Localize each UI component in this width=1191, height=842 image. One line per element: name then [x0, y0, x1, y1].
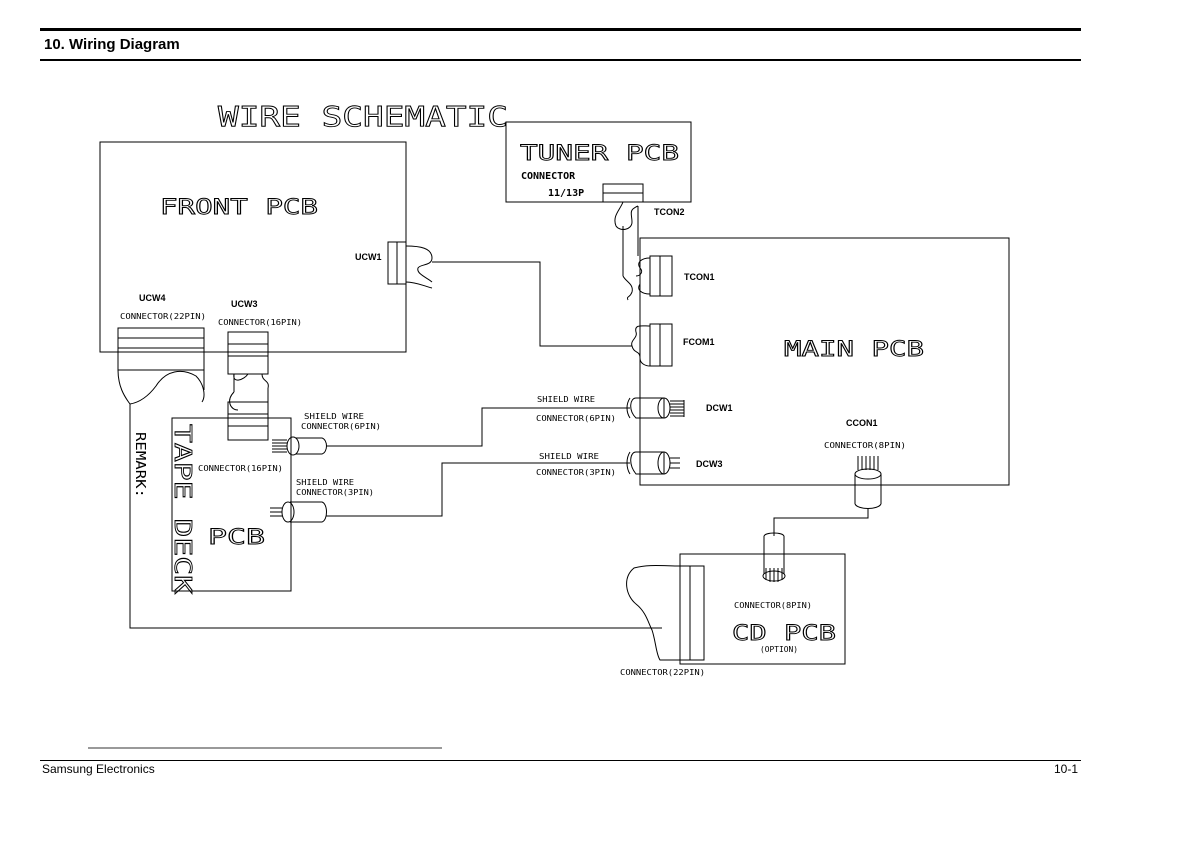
dcw3-wire: [326, 462, 630, 517]
main-shield-wire-6-label: SHIELD WIRE: [537, 395, 595, 404]
tcon1-label: TCON1: [684, 272, 715, 282]
main-pcb-board: [639, 237, 1010, 486]
dcw1-connector: [630, 397, 685, 419]
tape-pcb-label: PCB: [208, 525, 265, 549]
dcw3-label: DCW3: [696, 459, 723, 469]
tcon2-label: TCON2: [654, 207, 685, 217]
tape-connector-16pin-label: CONNECTOR(16PIN): [198, 464, 283, 473]
tcon2-tcon1-cable: [614, 201, 639, 301]
tape-6pin-cable: [272, 436, 327, 456]
tuner-connector-label: CONNECTOR: [521, 171, 576, 182]
diagram-title: WIRE SCHEMATIC: [218, 100, 508, 133]
footer-rule: [40, 760, 1081, 761]
front-pcb-label: FRONT PCB: [160, 195, 318, 219]
main-pcb-label: MAIN PCB: [784, 337, 924, 361]
tuner-connector-pins: 11/13P: [548, 188, 584, 199]
tape-connector-3pin-label: CONNECTOR(3PIN): [296, 488, 374, 497]
tape-deck-pcb-board: [171, 417, 292, 592]
header-top-rule: [40, 28, 1081, 31]
tuner-pcb-board: [505, 121, 692, 203]
tape-16pin-connector: [227, 401, 269, 441]
tape-shield-wire-6-label: SHIELD WIRE: [304, 412, 364, 421]
tuner-pcb-label: TUNER PCB: [520, 141, 679, 165]
tape-connector-6pin-label: CONNECTOR(6PIN): [301, 422, 381, 431]
tcon1-connector: [635, 255, 673, 297]
cd-8pin-connector: [762, 532, 786, 582]
ucw4-connector-label: CONNECTOR(22PIN): [120, 312, 206, 321]
main-connector-3pin-label: CONNECTOR(3PIN): [536, 468, 616, 477]
footer-company: Samsung Electronics: [42, 762, 155, 776]
ccon1-connector-label: CONNECTOR(8PIN): [824, 441, 906, 450]
ucw1-fcom1-wire: [432, 261, 632, 347]
section-title: 10. Wiring Diagram: [44, 36, 180, 53]
fcom1-label: FCOM1: [683, 337, 715, 347]
fcom1-connector: [631, 323, 673, 367]
main-connector-6pin-label: CONNECTOR(6PIN): [536, 414, 616, 423]
cd-pcb-label: CD PCB: [732, 621, 836, 645]
ccon1-cd-wire: [773, 508, 869, 536]
ucw1-connector: [387, 241, 433, 289]
ucw3-label: UCW3: [231, 299, 258, 309]
cd-connector-22pin-label: CONNECTOR(22PIN): [620, 668, 705, 677]
cd-option-label: (OPTION): [760, 645, 798, 654]
dcw1-wire: [326, 407, 630, 447]
ucw4-connector: [117, 327, 205, 405]
ucw1-label: UCW1: [355, 252, 382, 262]
ccon1-connector: [854, 456, 882, 509]
footer-page-number: 10-1: [1054, 762, 1079, 776]
ccon1-label: CCON1: [846, 418, 878, 428]
header-bottom-rule: [40, 59, 1081, 61]
dcw3-connector: [630, 451, 680, 475]
tape-deck-label: TAPE DECK: [169, 424, 195, 594]
ucw4-label: UCW4: [139, 293, 166, 303]
main-shield-wire-3-label: SHIELD WIRE: [539, 452, 599, 461]
ucw3-connector: [227, 331, 269, 411]
cd-22pin-connector: [626, 565, 705, 661]
tape-3pin-cable: [270, 501, 327, 523]
ucw4-cd-wire: [129, 404, 662, 629]
dcw1-label: DCW1: [706, 403, 733, 413]
tape-shield-wire-3-label: SHIELD WIRE: [296, 478, 354, 487]
remark-label: REMARK:: [132, 432, 147, 498]
cd-connector-8pin-label: CONNECTOR(8PIN): [734, 601, 812, 610]
ucw3-connector-label: CONNECTOR(16PIN): [218, 318, 302, 327]
